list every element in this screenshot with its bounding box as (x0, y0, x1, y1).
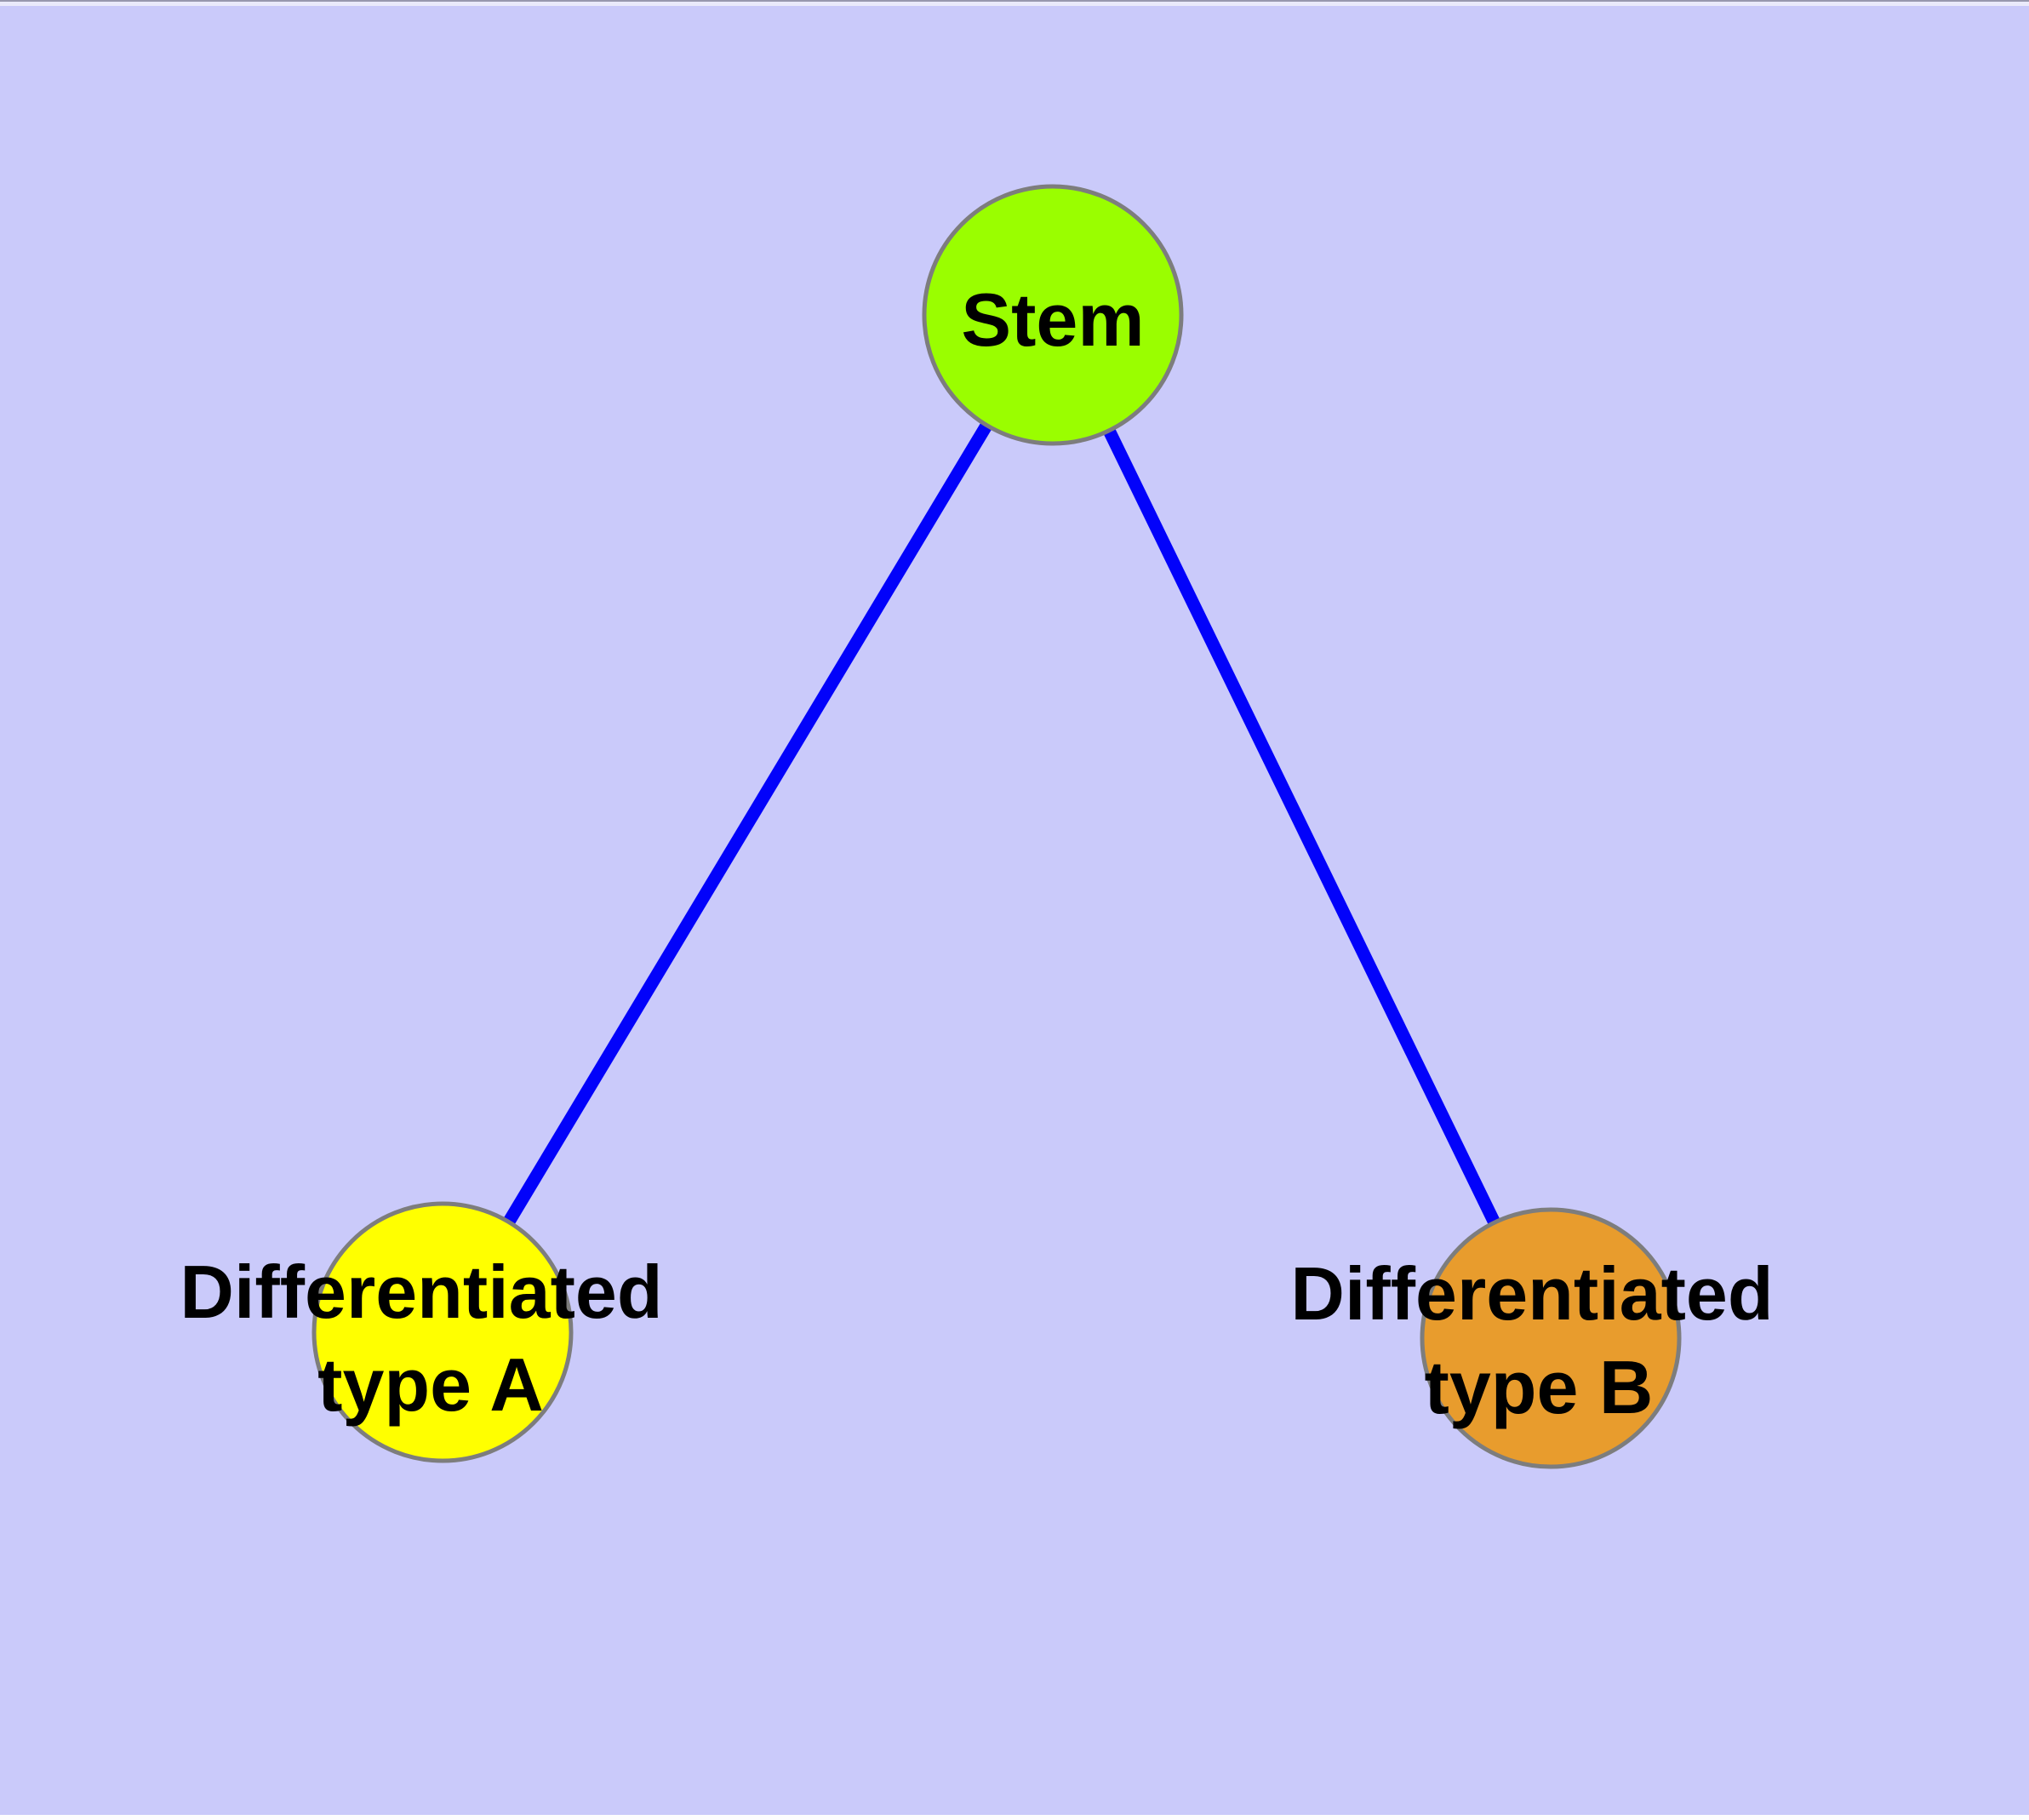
node-label-differentiated-type-a-line-1: Differentiated (180, 1250, 662, 1334)
node-label-differentiated-type-a: Differentiated type A (180, 1250, 662, 1427)
edge-stem-to-differentiated-type-a (437, 312, 1059, 1336)
node-label-differentiated-type-b-line-2: type B (1425, 1345, 1654, 1429)
node-differentiated-type-b (1420, 1207, 1682, 1469)
node-stem (922, 184, 1184, 446)
node-label-stem-line-1: Stem (961, 278, 1144, 362)
edge-stem-to-differentiated-type-b (1047, 312, 1557, 1342)
node-differentiated-type-a (311, 1201, 574, 1463)
window-edge-bottom-strip (0, 1815, 2029, 1820)
node-label-differentiated-type-b: Differentiated type B (1290, 1251, 1773, 1429)
window-edge-top-strip (0, 2, 2029, 6)
node-label-differentiated-type-a-line-2: type A (317, 1342, 544, 1427)
window-edge-top-line (0, 0, 2029, 2)
node-label-differentiated-type-b-line-1: Differentiated (1290, 1251, 1773, 1336)
node-label-stem: Stem (961, 278, 1144, 362)
